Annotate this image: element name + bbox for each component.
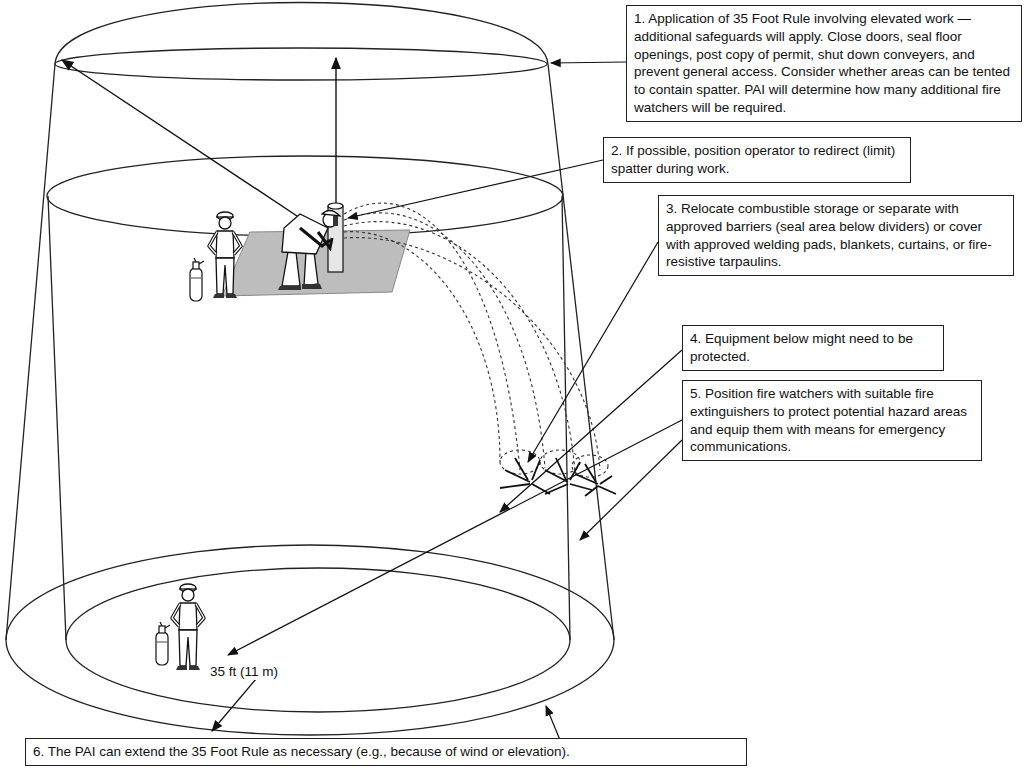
spatter <box>344 203 520 470</box>
callout-box: 2. If possible, position operator to red… <box>603 137 911 183</box>
welding-worker <box>278 210 340 290</box>
leader-lines <box>228 420 682 655</box>
callout-text: 5. Position fire watchers with suitable … <box>690 385 974 456</box>
spark-burst <box>575 464 616 496</box>
spark-burst <box>545 458 592 494</box>
callout-box: 4. Equipment below might need to be prot… <box>682 325 944 371</box>
leader-lines <box>348 160 603 218</box>
welding-worker <box>333 216 338 226</box>
leader-lines <box>551 62 626 63</box>
spatter <box>344 238 600 470</box>
callout-text: 3. Relocate combustible storage or separ… <box>666 200 1006 271</box>
direction-arrows <box>335 58 336 203</box>
callout-box: 1. Application of 35 Foot Rule involving… <box>626 5 1022 122</box>
dimension-line <box>212 672 262 731</box>
leader-lines <box>580 440 682 540</box>
welding-worker <box>322 210 340 216</box>
dimension-line <box>212 672 262 731</box>
hazard-zone <box>55 3 548 65</box>
spatter <box>344 203 608 477</box>
fire-watcher <box>156 622 170 665</box>
callout-text: 2. If possible, position operator to red… <box>611 142 903 178</box>
standing-worker <box>190 258 204 301</box>
spatter <box>344 232 500 462</box>
spark-burst <box>500 458 550 494</box>
welding-worker <box>300 228 332 248</box>
spatter <box>344 213 545 468</box>
fire-watcher <box>156 584 204 670</box>
hazard-zone <box>48 196 66 640</box>
welding-worker <box>282 252 318 286</box>
callout-box: 6. The PAI can extend the 35 Foot Rule a… <box>25 738 747 766</box>
pipe <box>328 203 343 209</box>
hazard-zone <box>66 568 570 712</box>
callout-text: 4. Equipment below might need to be prot… <box>690 330 936 366</box>
dimension-label: 35 ft (11 m) <box>208 664 280 680</box>
leader-lines <box>500 350 682 512</box>
standing-worker <box>190 212 241 301</box>
fire-watcher <box>172 584 204 670</box>
hazard-zone <box>6 3 614 736</box>
callout-box: 5. Position fire watchers with suitable … <box>682 380 982 461</box>
callout-text: 6. The PAI can extend the 35 Foot Rule a… <box>33 743 739 761</box>
callout-box: 3. Relocate combustible storage or separ… <box>658 195 1014 276</box>
leader-lines <box>546 706 560 740</box>
hazard-zone <box>562 196 570 640</box>
standing-worker <box>209 212 241 298</box>
hazard-zone <box>6 545 614 735</box>
direction-arrows <box>62 58 336 218</box>
callout-text: 1. Application of 35 Foot Rule involving… <box>634 10 1014 117</box>
hazard-zone <box>6 64 55 640</box>
hazard-zone <box>55 48 547 80</box>
direction-arrows <box>62 60 300 218</box>
spatter <box>344 222 575 472</box>
welding-worker <box>278 284 322 290</box>
